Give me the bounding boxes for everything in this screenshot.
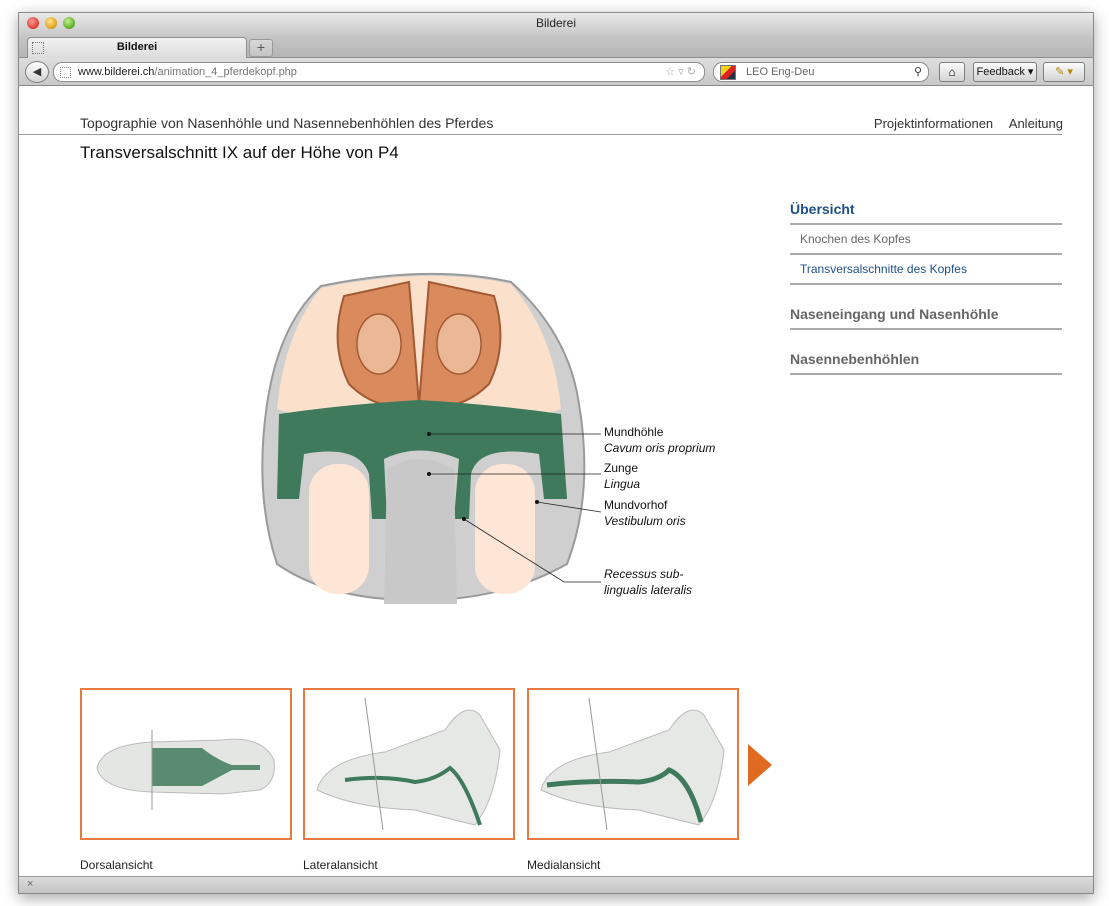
browser-window: Bilderei Bilderei + ◀ www.bilderei.ch/an…	[18, 12, 1094, 894]
close-window-button[interactable]	[27, 17, 39, 29]
back-button[interactable]: ◀	[25, 61, 49, 83]
home-button[interactable]: ⌂	[939, 62, 965, 82]
url-text: www.bilderei.ch/animation_4_pferdekopf.p…	[78, 63, 297, 81]
right-concha	[436, 313, 482, 375]
next-arrow-icon[interactable]	[748, 744, 772, 786]
sidebar-item-transversalschnitte[interactable]: Transversalschnitte des Kopfes	[790, 255, 1062, 285]
right-molar	[475, 464, 535, 594]
label-cavum: Cavum oris proprium	[604, 441, 715, 455]
left-molar	[309, 464, 369, 594]
bookmark-star-icon[interactable]: ☆ ▿ ↻	[665, 66, 696, 78]
label-zunge: Zunge	[604, 461, 638, 475]
medial-view-image	[540, 697, 725, 831]
nav-link-anleitung[interactable]: Anleitung	[1008, 116, 1063, 131]
addon-menu-button[interactable]: ✎ ▾	[1043, 62, 1085, 82]
window-title: Bilderei	[535, 16, 577, 30]
tongue	[384, 459, 457, 604]
page-title: Transversalschnitt IX auf der Höhe von P…	[80, 143, 399, 162]
thumbnail-dorsal[interactable]	[80, 688, 292, 840]
minimize-window-button[interactable]	[45, 17, 57, 29]
url-host: www.bilderei.ch	[78, 66, 155, 78]
dorsal-view-image	[96, 730, 275, 810]
label-vestibulum: Vestibulum oris	[604, 514, 686, 528]
new-tab-button[interactable]: +	[249, 39, 273, 57]
left-concha	[356, 313, 402, 375]
tab-bilderei[interactable]: Bilderei	[27, 37, 247, 58]
oral-mucosa-green	[277, 400, 567, 519]
url-path: /animation_4_pferdekopf.php	[154, 66, 297, 78]
page-favicon-icon	[32, 42, 44, 54]
tab-strip: Bilderei +	[19, 35, 1093, 58]
thumbnail-label-lateral: Lateralansicht	[303, 858, 378, 872]
search-engine-label: LEO Eng-Deu	[746, 66, 815, 78]
header-divider	[19, 134, 1062, 135]
site-title: Topographie von Nasenhöhle und Nasennebe…	[80, 115, 494, 131]
thumbnail-label-dorsal: Dorsalansicht	[80, 858, 153, 872]
label-mundvorhof: Mundvorhof	[604, 498, 668, 512]
site-identity-icon	[60, 67, 71, 78]
navigation-toolbar: ◀ www.bilderei.ch/animation_4_pferdekopf…	[19, 58, 1093, 86]
label-lingua: Lingua	[604, 477, 640, 491]
nav-link-projektinformationen[interactable]: Projektinformationen	[873, 116, 994, 131]
sidebar-item-knochen[interactable]: Knochen des Kopfes	[790, 225, 1062, 255]
search-icon[interactable]: ⚲	[913, 66, 922, 78]
feedback-button[interactable]: Feedback ▾	[973, 62, 1037, 82]
tab-label: Bilderei	[116, 41, 158, 53]
sidebar-item-naseneingang[interactable]: Naseneingang und Nasenhöhle	[790, 299, 1062, 330]
thumbnail-medial[interactable]	[527, 688, 739, 840]
search-engine-icon[interactable]	[720, 65, 736, 80]
label-recessus-1: Recessus sub-	[604, 567, 683, 581]
addon-icon: ✎	[1055, 66, 1065, 78]
address-bar[interactable]: www.bilderei.ch/animation_4_pferdekopf.p…	[53, 62, 705, 82]
lateral-view-image	[316, 697, 501, 831]
title-bar: Bilderei	[19, 13, 1093, 35]
close-status-icon[interactable]: ×	[27, 878, 34, 890]
label-mundhoehle: Mundhöhle	[604, 425, 664, 439]
sidebar: Übersicht Knochen des Kopfes Transversal…	[790, 194, 1062, 375]
cross-section-diagram: Mundhöhle Cavum oris proprium Zunge Ling…	[261, 272, 715, 604]
top-navigation: Projektinformationen Anleitung	[862, 116, 1063, 131]
thumbnail-label-medial: Medialansicht	[527, 858, 601, 872]
zoom-window-button[interactable]	[63, 17, 75, 29]
feedback-label: Feedback	[976, 66, 1025, 78]
sidebar-item-uebersicht[interactable]: Übersicht	[790, 194, 1062, 225]
page-content: Topographie von Nasenhöhle und Nasennebe…	[19, 86, 1093, 877]
status-bar: ×	[19, 876, 1093, 893]
search-bar[interactable]: LEO Eng-Deu ⚲	[713, 62, 929, 82]
home-icon: ⌂	[948, 65, 956, 79]
sidebar-item-nasennebenhoehlen[interactable]: Nasennebenhöhlen	[790, 344, 1062, 375]
thumbnail-lateral[interactable]	[303, 688, 515, 840]
label-recessus-2: lingualis lateralis	[604, 583, 692, 597]
